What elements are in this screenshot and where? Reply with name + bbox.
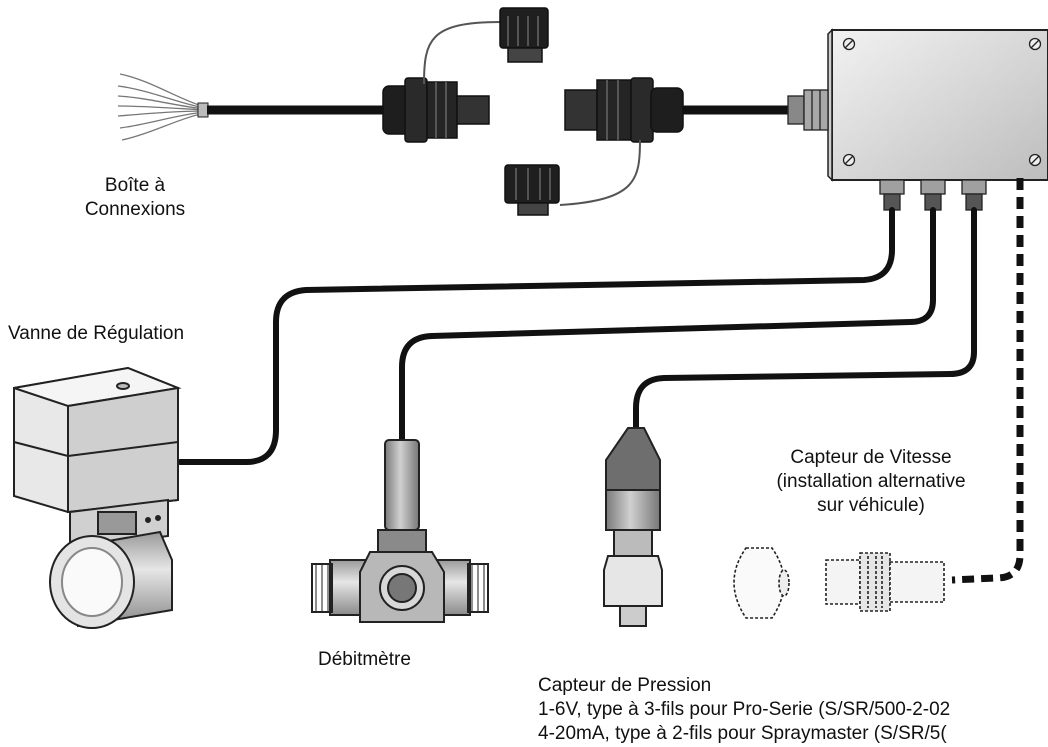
cable-gland-side (787, 89, 829, 131)
label-control-valve: Vanne de Régulation (8, 323, 185, 344)
connector-right (564, 77, 684, 143)
cap-cord-top (423, 21, 501, 85)
label-pressure-sensor-line1: Capteur de Pression (538, 675, 712, 696)
speed-sensor (825, 552, 945, 612)
cap-cord-bottom (559, 139, 641, 206)
label-pressure-sensor: Capteur de Pression 1-6V, type à 3-fils … (538, 674, 1048, 746)
cable-pressure (633, 207, 977, 431)
label-junction-box-line1: Boîte à (104, 175, 166, 196)
flowmeter (311, 439, 489, 623)
sensor-cables (177, 207, 977, 465)
screw-icon (842, 37, 1042, 167)
label-speed-sensor-line1: Capteur de Vitesse (790, 447, 952, 468)
label-flowmeter: Débitmètre (318, 649, 411, 670)
loose-wires (117, 73, 206, 141)
label-pressure-sensor-line3: 4-20mA, type à 2-fils pour Spraymaster (… (538, 723, 947, 744)
cable-flowmeter (399, 207, 936, 443)
cable-gland-bottom (879, 179, 987, 211)
label-junction-box-line2: Connexions (84, 199, 186, 220)
cable-sleeve (197, 102, 209, 118)
cable-speed-sensor (951, 178, 1024, 584)
junction-box (827, 28, 1048, 182)
label-speed-sensor: Capteur de Vitesse (installation alterna… (746, 446, 996, 518)
dust-cap-bottom (504, 164, 560, 216)
dust-cap-top (499, 7, 549, 63)
label-speed-sensor-line2: (installation alternative (776, 471, 966, 492)
label-junction-box: Boîte à Connexions (60, 174, 210, 222)
connector-left (382, 77, 490, 143)
control-valve (13, 366, 182, 629)
magnet-disc (733, 547, 790, 619)
label-speed-sensor-line3: sur véhicule) (817, 495, 925, 516)
label-pressure-sensor-line2: 1-6V, type à 3-fils pour Pro-Serie (S/SR… (538, 699, 951, 720)
cable-control-valve (177, 207, 895, 465)
pressure-sensor (603, 427, 663, 627)
